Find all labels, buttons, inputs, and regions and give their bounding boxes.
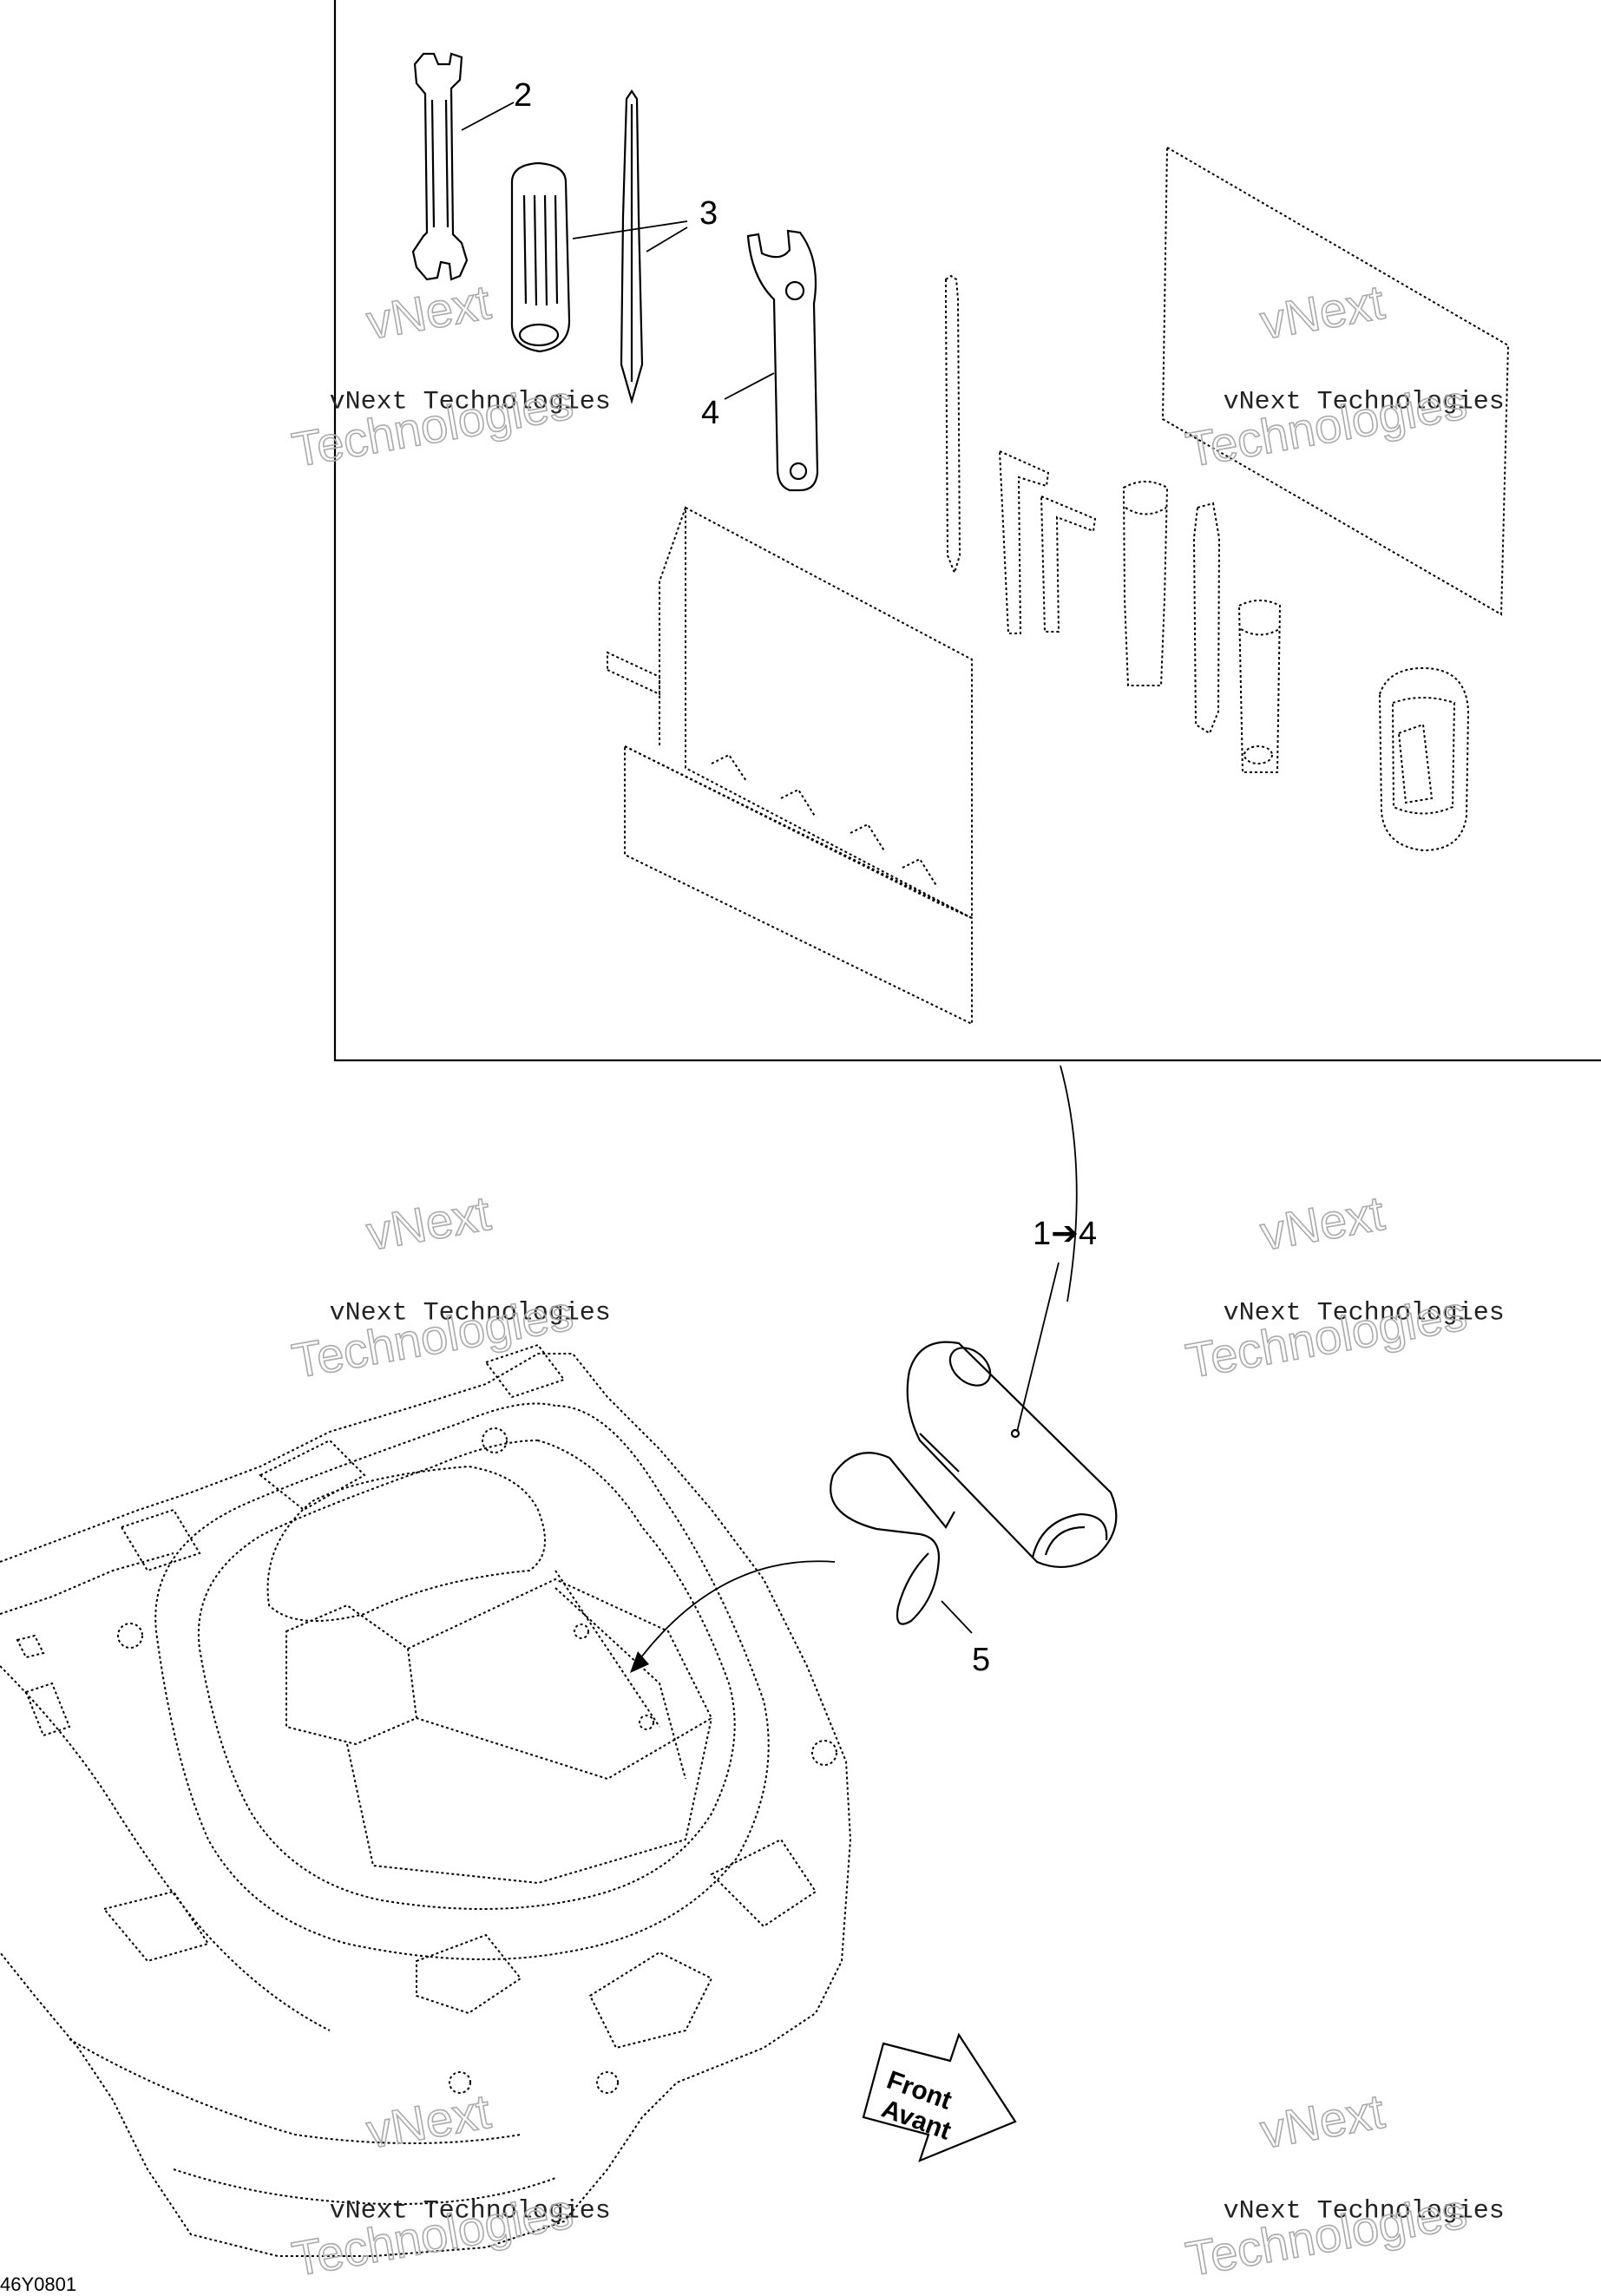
tool-tube [906,1341,1118,1568]
svg-text:vNext Technologies: vNext Technologies [330,1298,611,1328]
spanner-wrench [746,229,819,492]
placement-arrow [637,1560,836,1663]
callout-4: 4 [701,395,719,431]
inset-connector-curve [1060,1065,1078,1302]
tool-kit-inset-frame [333,0,1601,1062]
figure-id: 46Y0801 [0,2273,76,2295]
svg-text:vNext: vNext [1257,274,1388,350]
watermark-middle-right: vNext vNext Technologies Technologies [1181,1184,1505,1389]
retaining-pin [830,1452,955,1625]
callout-2: 2 [514,77,532,114]
leader-5 [941,1600,973,1634]
watermark-bottom-left: vNext vNext Technologies Technologies [287,2083,611,2287]
watermark-top-right: vNext vNext Technologies Technologies [1181,273,1505,478]
svg-text:vNext: vNext [363,274,495,350]
svg-text:vNext: vNext [1257,2083,1388,2159]
screwdriver-handle [510,161,571,353]
tool-pouch [607,506,973,1026]
leader-3a [572,220,688,239]
open-end-wrench [411,52,469,281]
svg-text:vNext: vNext [363,1185,495,1261]
svg-text:vNext: vNext [1257,1185,1388,1261]
svg-text:vNext: vNext [363,2083,495,2159]
front-direction-arrow: Front Avant [862,2032,1017,2162]
vehicle-storage-body [0,1343,852,2257]
callout-3: 3 [699,195,718,232]
svg-text:vNext Technologies: vNext Technologies [330,2196,611,2226]
callout-5: 5 [972,1642,990,1678]
leader-4 [724,372,775,400]
svg-text:vNext Technologies: vNext Technologies [1224,2196,1505,2226]
dashed-small-tools [945,274,1282,773]
leader-2 [461,102,515,131]
svg-text:vNext Technologies: vNext Technologies [1224,387,1505,417]
dashed-manual-card [1161,146,1510,616]
key-fob [1378,666,1470,852]
screwdriver-shaft [620,89,644,405]
watermark-middle-left: vNext vNext Technologies Technologies [287,1184,611,1389]
callout-1-to-4: 1➔4 [1033,1216,1097,1252]
placement-arrow-head [630,1651,649,1673]
leader-3b [646,226,688,253]
svg-text:vNext Technologies: vNext Technologies [330,387,611,417]
leader-1to4 [1016,1262,1060,1433]
watermark-bottom-right: vNext vNext Technologies Technologies [1181,2083,1505,2287]
svg-text:vNext Technologies: vNext Technologies [1224,1298,1505,1328]
